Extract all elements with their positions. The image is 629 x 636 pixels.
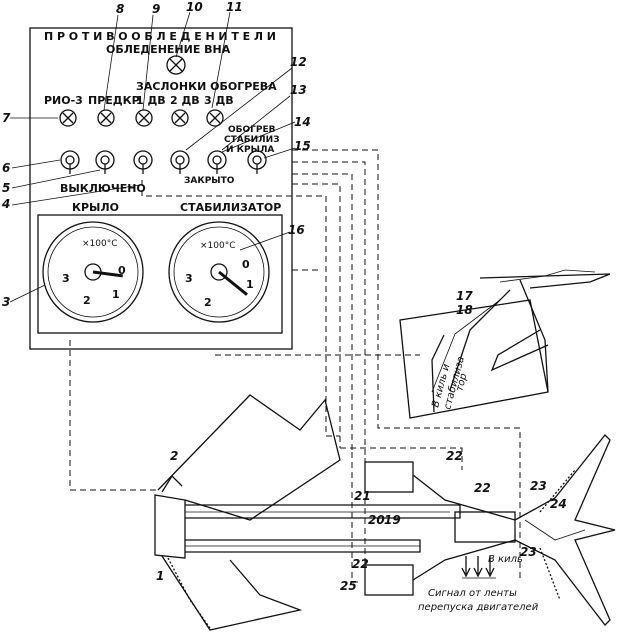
stabilizer-label: СТАБИЛИЗАТОР [180,201,281,214]
callout-9: 9 [152,2,160,16]
heating-label-1: ОБОГРЕВ [228,125,276,135]
callout-23: 23 [530,479,547,493]
wing-label: КРЫЛО [72,201,119,214]
signal-caption-1: Сигнал от ленты [428,588,517,599]
stab-gauge-tick-0: 0 [242,258,250,271]
callout-20: 20 [368,513,385,527]
callout-2: 2 [170,449,178,463]
callout-21: 21 [354,489,371,503]
callout-14: 14 [294,115,311,129]
callout-10: 10 [186,0,203,14]
lamp-rio3 [59,109,77,127]
toggle-switch-3[interactable] [133,150,153,174]
engine-2 [454,511,516,543]
lamp-label-1dv: 1 ДВ [136,94,166,107]
lamp-2dv [171,109,189,127]
wing-gauge-tick-3: 3 [62,272,70,285]
flaps-label: ЗАСЛОНКИ ОБОГРЕВА [136,80,277,93]
stab-gauge-needle [218,270,248,296]
off-label: ВЫКЛЮЧЕНО [60,182,146,195]
signal-caption-2: перепуска двигателей [418,602,539,613]
engine-3 [364,564,414,596]
stabilizer-gauge: ×100°C 0 1 2 3 [168,221,270,323]
callout-18: 18 [456,303,473,317]
gauge-frame [37,214,283,334]
vna-label: ОБЛЕДЕНЕНИЕ ВНА [106,43,231,56]
panel-frame [29,27,293,350]
callout-22: 22 [446,449,463,463]
callout-19: 19 [384,513,401,527]
wing-gauge-tick-0: 0 [118,264,126,277]
callout-23-b: 23 [520,545,537,559]
toggle-switch-5[interactable] [207,150,227,174]
aircraft-plan [154,394,616,631]
wing-gauge-needle [92,270,123,278]
vna-lamp [166,55,186,75]
lamp-predkr [97,109,115,127]
stab-gauge-tick-3: 3 [185,272,193,285]
lamp-label-rio3: РИО-3 [44,94,83,107]
stab-gauge-tick-2: 2 [204,296,212,309]
lamp-label-predkr: ПРЕДКР [88,94,140,107]
wing-gauge-tick-1: 1 [112,288,120,301]
toggle-switch-4[interactable] [170,150,190,174]
aircraft-callouts: 1 2 19 20 21 22 22 22 23 23 24 25 В киль… [156,449,567,613]
callout-24: 24 [550,497,567,511]
callout-8: 8 [116,2,124,16]
callout-11: 11 [226,0,243,14]
callout-leaders [9,11,296,303]
callout-12: 12 [290,55,307,69]
tail-caption-3: тор [454,372,469,393]
callout-4: 4 [1,197,10,211]
lamp-label-2dv: 2 ДВ [170,94,200,107]
stab-gauge-unit: ×100°C [200,241,236,251]
wing-gauge-unit: ×100°C [82,239,118,249]
keel-caption: В киль [488,554,523,565]
lamp-label-3dv: 3 ДВ [204,94,234,107]
tail-inset: 17 18 В киль и стабилиза- тор [399,269,611,419]
engine-1 [364,461,414,493]
callout-25: 25 [340,579,357,593]
callout-17: 17 [456,289,473,303]
wing-gauge-tick-2: 2 [83,294,91,307]
callout-5: 5 [2,181,10,195]
stab-gauge-tick-1: 1 [246,278,254,291]
panel-title: ПРОТИВООБЛЕДЕНИТЕЛИ [44,30,276,43]
callout-16: 16 [288,223,305,237]
lamp-3dv [206,109,224,127]
callout-7: 7 [2,111,11,125]
callout-1: 1 [156,569,164,583]
toggle-switch-1[interactable] [60,150,80,174]
callout-13: 13 [290,83,307,97]
toggle-switch-2[interactable] [95,150,115,174]
callout-15: 15 [294,139,311,153]
heating-label-3: И КРЫЛА [226,145,274,155]
callout-3: 3 [2,295,10,309]
callout-6: 6 [2,161,10,175]
toggle-switch-6[interactable] [247,150,267,174]
control-wiring [69,149,521,583]
closed-label: ЗАКРЫТО [184,176,235,186]
lamp-1dv [135,109,153,127]
control-panel: ПРОТИВООБЛЕДЕНИТЕЛИ ОБЛЕДЕНЕНИЕ ВНА ЗАСЛ… [29,27,293,350]
callout-22-c: 22 [352,557,369,571]
callout-22-b: 22 [474,481,491,495]
wing-gauge: ×100°C 0 1 2 3 [42,221,144,323]
